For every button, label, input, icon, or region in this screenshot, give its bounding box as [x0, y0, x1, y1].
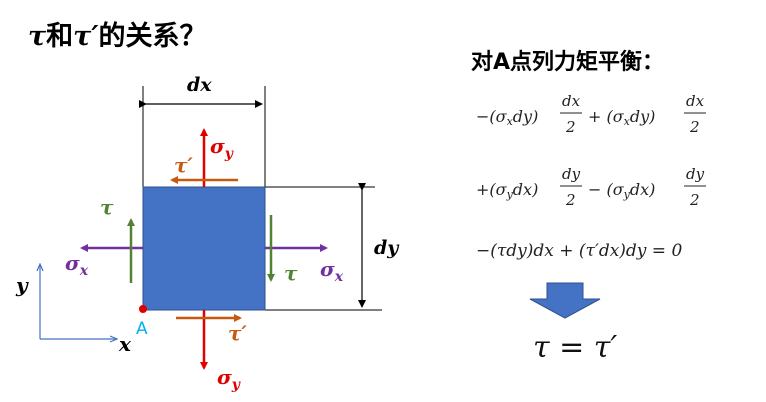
svg-text:+ (σxdy): + (σxdy) [588, 107, 655, 128]
title-tau: τ [28, 21, 47, 52]
dimension-lines [139, 86, 382, 311]
x-axis-label: x [118, 332, 132, 356]
svg-text:2: 2 [565, 118, 576, 136]
title-and: 和 [46, 21, 74, 52]
point-a-label: A [136, 319, 148, 339]
svg-text:dy: dy [562, 165, 581, 183]
svg-text:2: 2 [689, 191, 700, 209]
svg-text:dx: dx [686, 92, 705, 110]
sigma-x-label-left: σx [65, 251, 89, 279]
equation-2: +(σydx) dy 2 − (σydx) dy 2 [476, 165, 726, 219]
dy-label: dy [374, 237, 400, 259]
svg-text:dy: dy [686, 165, 705, 183]
sigma-x-label-right: σx [320, 257, 344, 285]
svg-text:2: 2 [689, 118, 700, 136]
point-a [139, 305, 147, 313]
stress-element-square [142, 186, 266, 311]
title-suffix: 的关系？ [98, 21, 207, 52]
sigma-y-label-bottom: σy [217, 365, 241, 393]
equation-1: −(σxdy) dx 2 + (σxdy) dx 2 [476, 92, 726, 146]
equation-3: −(τdy)dx + (τ′dx)dy = 0 [476, 241, 683, 261]
moment-balance-heading: 对A点列力矩平衡： [471, 50, 665, 75]
svg-text:2: 2 [565, 191, 576, 209]
tau-prime-label-top: τ′ [174, 153, 193, 177]
tau-label-right: τ [284, 261, 298, 285]
svg-text:+(σydx): +(σydx) [476, 180, 538, 201]
page-title: τ和τ′的关系？ [28, 14, 206, 53]
result-equation: τ = τ′ [533, 330, 618, 365]
svg-text:− (σydx): − (σydx) [588, 180, 655, 201]
down-arrow-shape [529, 282, 601, 319]
title-tau-prime: τ′ [73, 21, 99, 52]
y-axis-label: y [15, 273, 29, 297]
svg-text:−(σxdy): −(σxdy) [476, 107, 538, 128]
tau-label-left: τ [100, 195, 114, 219]
dx-label: dx [187, 74, 212, 96]
tau-prime-label-bottom: τ′ [228, 321, 247, 345]
sigma-y-label-top: σy [210, 134, 234, 162]
equation-1-svg: −(σxdy) dx 2 + (σxdy) dx 2 [476, 92, 706, 136]
svg-text:dx: dx [562, 92, 581, 110]
equation-2-svg: +(σydx) dy 2 − (σydx) dy 2 [476, 165, 706, 209]
